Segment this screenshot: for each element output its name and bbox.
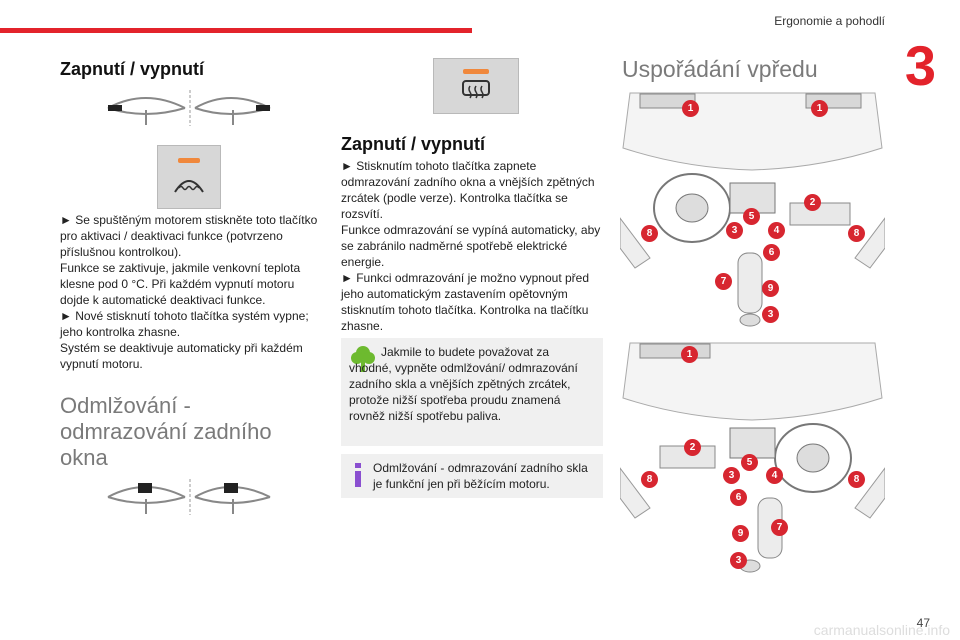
windshield-defrost-icon	[174, 180, 204, 193]
section-heading-rear-onoff: Zapnutí / vypnutí	[341, 134, 485, 154]
watermark-url: carmanualsonline.info	[813, 622, 950, 638]
marker-9: 9	[762, 280, 779, 297]
marker-5: 5	[741, 454, 758, 471]
marker-4: 4	[766, 467, 783, 484]
paragraph: Systém se deaktivuje automaticky při kaž…	[60, 341, 303, 371]
marker-2: 2	[804, 194, 821, 211]
marker-6: 6	[763, 244, 780, 261]
marker-7: 7	[771, 519, 788, 536]
middle-body-text: ► Stisknutím tohoto tlačítka zapnete odm…	[341, 158, 603, 334]
marker-7: 7	[715, 273, 732, 290]
info-note: Odmlžování - odmrazování zadního skla je…	[341, 454, 603, 498]
marker-8: 8	[848, 225, 865, 242]
info-icon	[355, 463, 361, 487]
eco-tree-icon	[351, 346, 375, 372]
marker-1: 1	[681, 346, 698, 363]
button-block-icon	[138, 483, 152, 493]
left-body-text: ► Se spuštěným motorem stiskněte toto tl…	[60, 212, 325, 372]
marker-8: 8	[848, 471, 865, 488]
paragraph: Funkce odmrazování se vypíná automaticky…	[341, 223, 601, 269]
paragraph: Funkce se zaktivuje, jakmile venkovní te…	[60, 261, 301, 307]
marker-2: 2	[684, 439, 701, 456]
section-heading-rear-defrost: Odmlžování - odmrazování zadního okna	[60, 393, 325, 471]
rear-window-defrost-button[interactable]	[433, 58, 519, 114]
marker-8: 8	[641, 225, 658, 242]
mirror-block-icon	[108, 105, 122, 111]
chapter-number: 3	[904, 34, 936, 97]
steering-wheel-icon	[107, 97, 186, 125]
paragraph: ► Nové stisknutí tohoto tlačítka systém …	[60, 309, 309, 339]
paragraph: ► Se spuštěným motorem stiskněte toto tl…	[60, 213, 318, 259]
steering-wheel-icon-pair	[107, 90, 271, 126]
marker-3: 3	[726, 222, 743, 239]
header-accent-bar	[0, 28, 472, 33]
heading-line: okna	[60, 444, 108, 470]
chapter-title: Ergonomie a pohodlí	[774, 14, 885, 28]
indicator-light	[463, 69, 489, 74]
eco-note: Jakmile to budete považovat za vhodné, v…	[341, 338, 603, 446]
paragraph: ► Stisknutím tohoto tlačítka zapnete odm…	[341, 159, 595, 221]
steering-wheel-icon-pair-rear	[107, 479, 271, 515]
marker-5: 5	[743, 208, 760, 225]
marker-4: 4	[768, 222, 785, 239]
marker-9: 9	[732, 525, 749, 542]
marker-8: 8	[641, 471, 658, 488]
indicator-light	[178, 158, 200, 163]
dashboard-diagram-rhd	[620, 342, 885, 573]
windshield-defrost-button[interactable]	[157, 145, 221, 209]
marker-1: 1	[811, 100, 828, 117]
page-number: 47	[916, 616, 930, 630]
rear-window-defrost-icon	[462, 80, 490, 99]
marker-1: 1	[682, 100, 699, 117]
heading-line: odmrazování zadního	[60, 418, 272, 444]
heading-line: Odmlžování -	[60, 393, 191, 418]
marker-3: 3	[730, 552, 747, 569]
marker-6: 6	[730, 489, 747, 506]
section-heading-front-layout: Uspořádání vpředu	[622, 56, 818, 82]
paragraph: ► Funkci odmrazování je možno vypnout př…	[341, 271, 589, 333]
marker-3: 3	[723, 467, 740, 484]
marker-3: 3	[762, 306, 779, 323]
eco-note-text: Jakmile to budete považovat za vhodné, v…	[349, 345, 578, 423]
info-note-text: Odmlžování - odmrazování zadního skla je…	[373, 461, 588, 491]
section-heading-front-defrost: Zapnutí / vypnutí	[60, 59, 204, 79]
